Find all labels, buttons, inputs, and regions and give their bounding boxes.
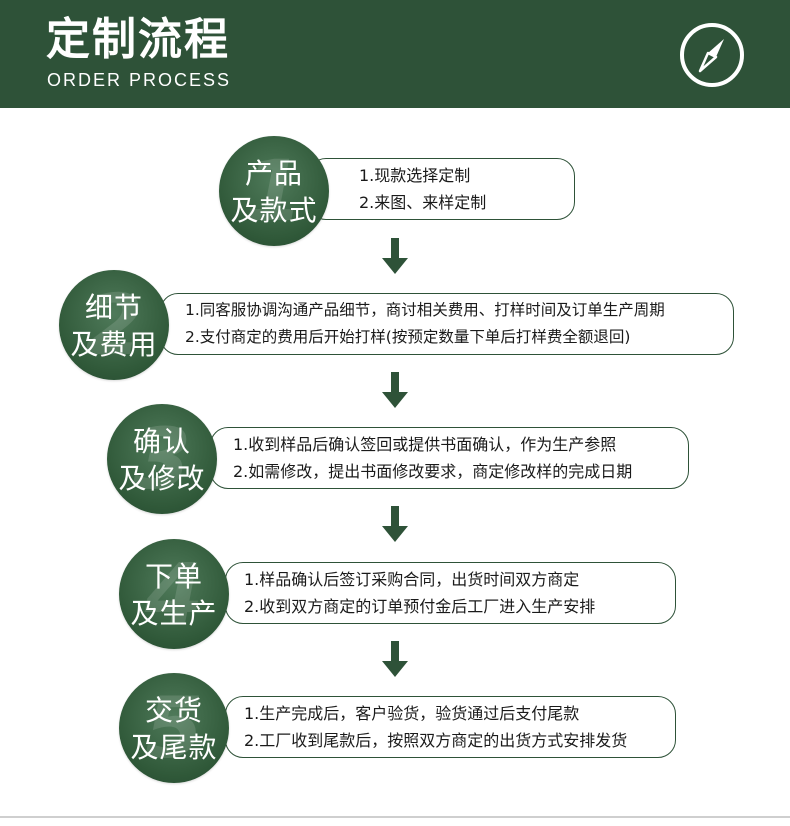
down-arrow-icon [382,238,408,274]
step-1-title-line-2: 及款式 [230,194,318,227]
step-3-title-line-2: 及修改 [118,462,206,495]
step-5-number: 5 [144,679,204,777]
step-4-title-line-2: 及生产 [130,597,218,630]
step-4-circle: 4 下单 及生产 [119,539,229,649]
step-3-circle: 3 确认 及修改 [107,404,217,514]
step-5-description: 1.生产完成后，客户验货，验货通过后支付尾款 2.工厂收到尾款后，按照双方商定的… [225,696,676,758]
down-arrow-icon [382,506,408,542]
step-2-line-1: 1.同客服协调沟通产品细节，商讨相关费用、打样时间及订单生产周期 [185,301,665,319]
step-2-number: 2 [84,276,144,374]
step-1-line-2: 2.来图、来样定制 [359,193,487,212]
step-5-title-line-2: 及尾款 [130,731,218,764]
compass-icon [680,23,744,87]
page-subtitle: ORDER PROCESS [47,70,232,90]
step-2-description: 1.同客服协调沟通产品细节，商讨相关费用、打样时间及订单生产周期 2.支付商定的… [160,293,734,355]
step-5-line-1: 1.生产完成后，客户验货，验货通过后支付尾款 [244,704,580,723]
step-3-number: 3 [132,410,192,508]
step-4-line-1: 1.样品确认后签订采购合同，出货时间双方商定 [244,570,580,589]
down-arrow-icon [382,641,408,677]
step-3-line-2: 2.如需修改，提出书面修改要求，商定修改样的完成日期 [233,462,633,481]
step-4-line-2: 2.收到双方商定的订单预付金后工厂进入生产安排 [244,597,596,616]
step-3-title-line-1: 确认 [132,425,191,458]
down-arrow-icon [382,372,408,408]
step-1-description: 1.现款选择定制 2.来图、来样定制 [308,158,575,220]
step-5-line-2: 2.工厂收到尾款后，按照双方商定的出货方式安排发货 [244,731,628,750]
step-1-line-1: 1.现款选择定制 [359,166,471,185]
step-5-circle: 5 交货 及尾款 [119,673,229,783]
step-1-title-line-1: 产品 [244,157,303,190]
step-4-number: 4 [144,545,204,643]
step-4-title-line-1: 下单 [144,560,203,593]
step-2-circle: 2 细节 及费用 [59,270,169,380]
step-2-line-2: 2.支付商定的费用后开始打样(按预定数量下单后打样费全额退回) [185,328,631,346]
step-2-title-line-1: 细节 [84,291,143,324]
step-5-title-line-1: 交货 [144,694,203,727]
step-2-title-line-2: 及费用 [70,328,158,361]
footer-divider [0,816,790,818]
header-banner: 定制流程 ORDER PROCESS [0,0,790,108]
step-4-description: 1.样品确认后签订采购合同，出货时间双方商定 2.收到双方商定的订单预付金后工厂… [225,562,676,624]
step-3-description: 1.收到样品后确认签回或提供书面确认，作为生产参照 2.如需修改，提出书面修改要… [210,427,689,489]
step-1-number: 1 [244,142,304,240]
step-1-circle: 1 产品 及款式 [219,136,329,246]
step-3-line-1: 1.收到样品后确认签回或提供书面确认，作为生产参照 [233,435,617,454]
page-title: 定制流程 [46,14,230,65]
